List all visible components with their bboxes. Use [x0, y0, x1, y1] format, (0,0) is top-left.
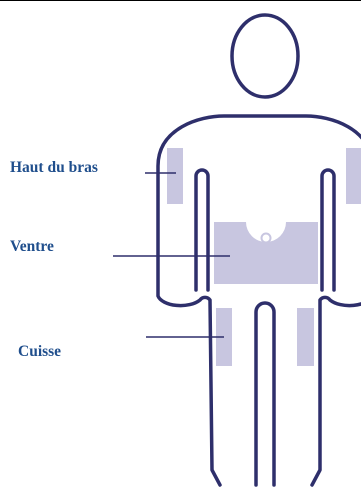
head-outline — [232, 15, 298, 97]
label-thigh: Cuisse — [18, 344, 61, 360]
right-arm-inner-outline — [322, 170, 334, 290]
injection-zone-upper-arm-right — [346, 148, 361, 204]
label-upper-arm: Haut du bras — [10, 160, 98, 176]
injection-zone-abdomen — [214, 222, 318, 284]
injection-zone-upper-arm-left — [167, 148, 183, 204]
label-abdomen: Ventre — [10, 239, 54, 255]
navel-mark — [262, 234, 271, 243]
injection-zone-thigh-right — [297, 308, 314, 366]
left-arm-inner-outline — [196, 170, 208, 290]
